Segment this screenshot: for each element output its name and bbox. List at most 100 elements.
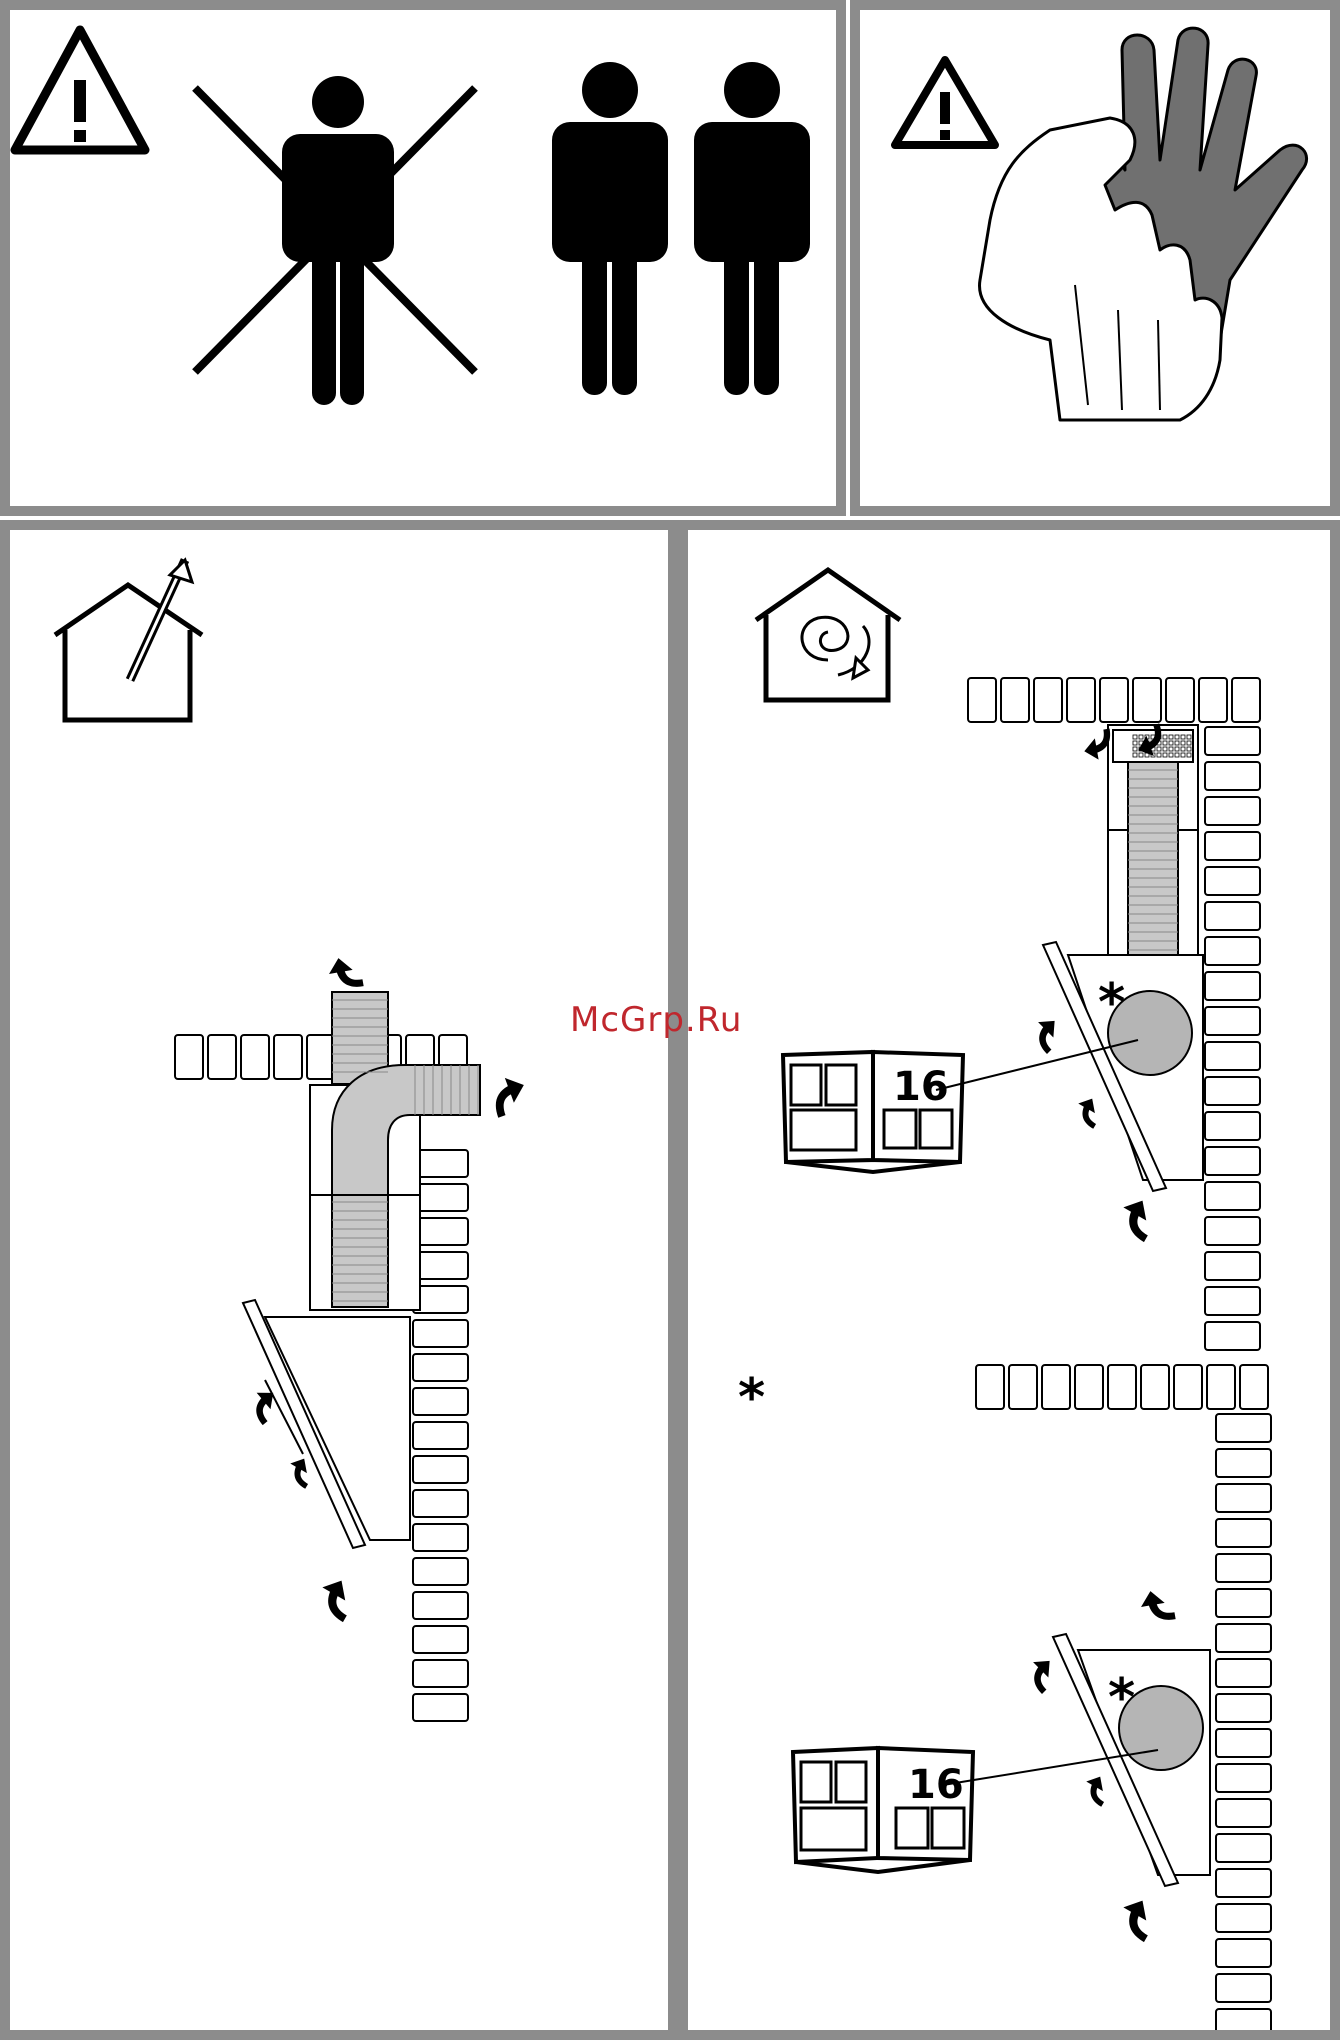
brick	[1075, 1365, 1103, 1409]
brick	[1205, 727, 1260, 755]
airflow-arrow	[312, 1574, 360, 1622]
asterisk-label: *	[1108, 1668, 1135, 1728]
brick	[1207, 1365, 1235, 1409]
brick	[413, 1422, 468, 1449]
brick	[1205, 1322, 1260, 1350]
brick	[1205, 1077, 1260, 1105]
brick	[1205, 1007, 1260, 1035]
airflow-arrow	[1113, 1194, 1161, 1242]
brick	[307, 1035, 335, 1079]
brick	[1205, 1112, 1260, 1140]
asterisk-label: *	[738, 1368, 765, 1428]
brick	[1067, 678, 1095, 722]
manual-reference-icon: 16	[793, 1748, 1158, 1872]
brick	[241, 1035, 269, 1079]
brick	[1034, 678, 1062, 722]
manual-page-number: 16	[893, 1064, 949, 1110]
brick	[1216, 1484, 1271, 1512]
manual-page-number: 16	[908, 1762, 964, 1808]
recirculation-house-icon	[756, 570, 900, 700]
brick	[1174, 1365, 1202, 1409]
brick	[413, 1524, 468, 1551]
brick	[413, 1592, 468, 1619]
brick	[1205, 1042, 1260, 1070]
brick	[413, 1354, 468, 1381]
brick	[1001, 678, 1029, 722]
brick	[1205, 937, 1260, 965]
single-person-icon	[282, 76, 394, 405]
airflow-arrow	[1113, 1894, 1161, 1942]
panel-ducted-mode	[0, 520, 678, 2040]
upper-hood-body: *	[1043, 942, 1203, 1191]
brick	[1216, 2009, 1271, 2030]
brick	[1205, 797, 1260, 825]
brick	[413, 1218, 468, 1245]
brick	[1216, 1659, 1271, 1687]
brick	[1216, 1589, 1271, 1617]
brick	[1205, 972, 1260, 1000]
brick	[1216, 1904, 1271, 1932]
brick	[208, 1035, 236, 1079]
brick	[1199, 678, 1227, 722]
panel-two-person-installation	[0, 0, 846, 516]
brick	[1216, 1974, 1271, 2002]
brick	[1205, 832, 1260, 860]
brick	[1205, 1252, 1260, 1280]
brick	[1205, 867, 1260, 895]
airflow-arrow	[1079, 1772, 1114, 1807]
brick	[1141, 1365, 1169, 1409]
airflow-arrow	[486, 1073, 531, 1118]
brick	[274, 1035, 302, 1079]
brick	[1100, 678, 1128, 722]
watermark-text: McGrp.Ru	[570, 1000, 742, 1040]
brick	[1216, 1939, 1271, 1967]
brick	[413, 1252, 468, 1279]
brick	[413, 1184, 468, 1211]
brick	[968, 678, 996, 722]
brick	[1232, 678, 1260, 722]
brick	[413, 1490, 468, 1517]
brick	[1042, 1365, 1070, 1409]
vertical-wall-bricks	[413, 1150, 468, 1721]
brick	[413, 1694, 468, 1721]
brick	[413, 1660, 468, 1687]
brick	[1205, 902, 1260, 930]
brick	[1240, 1365, 1268, 1409]
hood-body	[243, 1300, 410, 1548]
brick	[175, 1035, 203, 1079]
brick	[1205, 1147, 1260, 1175]
person-icon-two	[694, 62, 810, 395]
brick	[1108, 1365, 1136, 1409]
brick	[1216, 1869, 1271, 1897]
brick	[1216, 1519, 1271, 1547]
brick	[1216, 1449, 1271, 1477]
brick	[413, 1456, 468, 1483]
brick	[1216, 1834, 1271, 1862]
airflow-arrow	[1027, 1013, 1068, 1054]
lower-hood-body: *	[1053, 1634, 1210, 1886]
brick	[1009, 1365, 1037, 1409]
brick	[976, 1365, 1004, 1409]
brick	[1216, 1799, 1271, 1827]
brick	[413, 1320, 468, 1347]
warning-icon	[895, 60, 995, 145]
brick	[413, 1388, 468, 1415]
brick	[1133, 678, 1161, 722]
brick	[1216, 1694, 1271, 1722]
person-icon-one	[552, 62, 668, 395]
brick	[1216, 1729, 1271, 1757]
brick	[413, 1286, 468, 1313]
brick	[1216, 1414, 1271, 1442]
brick	[1205, 1217, 1260, 1245]
brick	[1216, 1624, 1271, 1652]
asterisk-label: *	[1098, 973, 1125, 1033]
airflow-arrow	[1139, 1588, 1176, 1625]
airflow-arrow	[1071, 1094, 1106, 1129]
warning-icon	[15, 30, 145, 150]
brick	[1166, 678, 1194, 722]
brick	[1205, 762, 1260, 790]
upper-chimney-housing	[1108, 725, 1198, 965]
panel-wear-gloves	[850, 0, 1340, 516]
brick	[413, 1150, 468, 1177]
airflow-arrow	[1022, 1653, 1063, 1694]
